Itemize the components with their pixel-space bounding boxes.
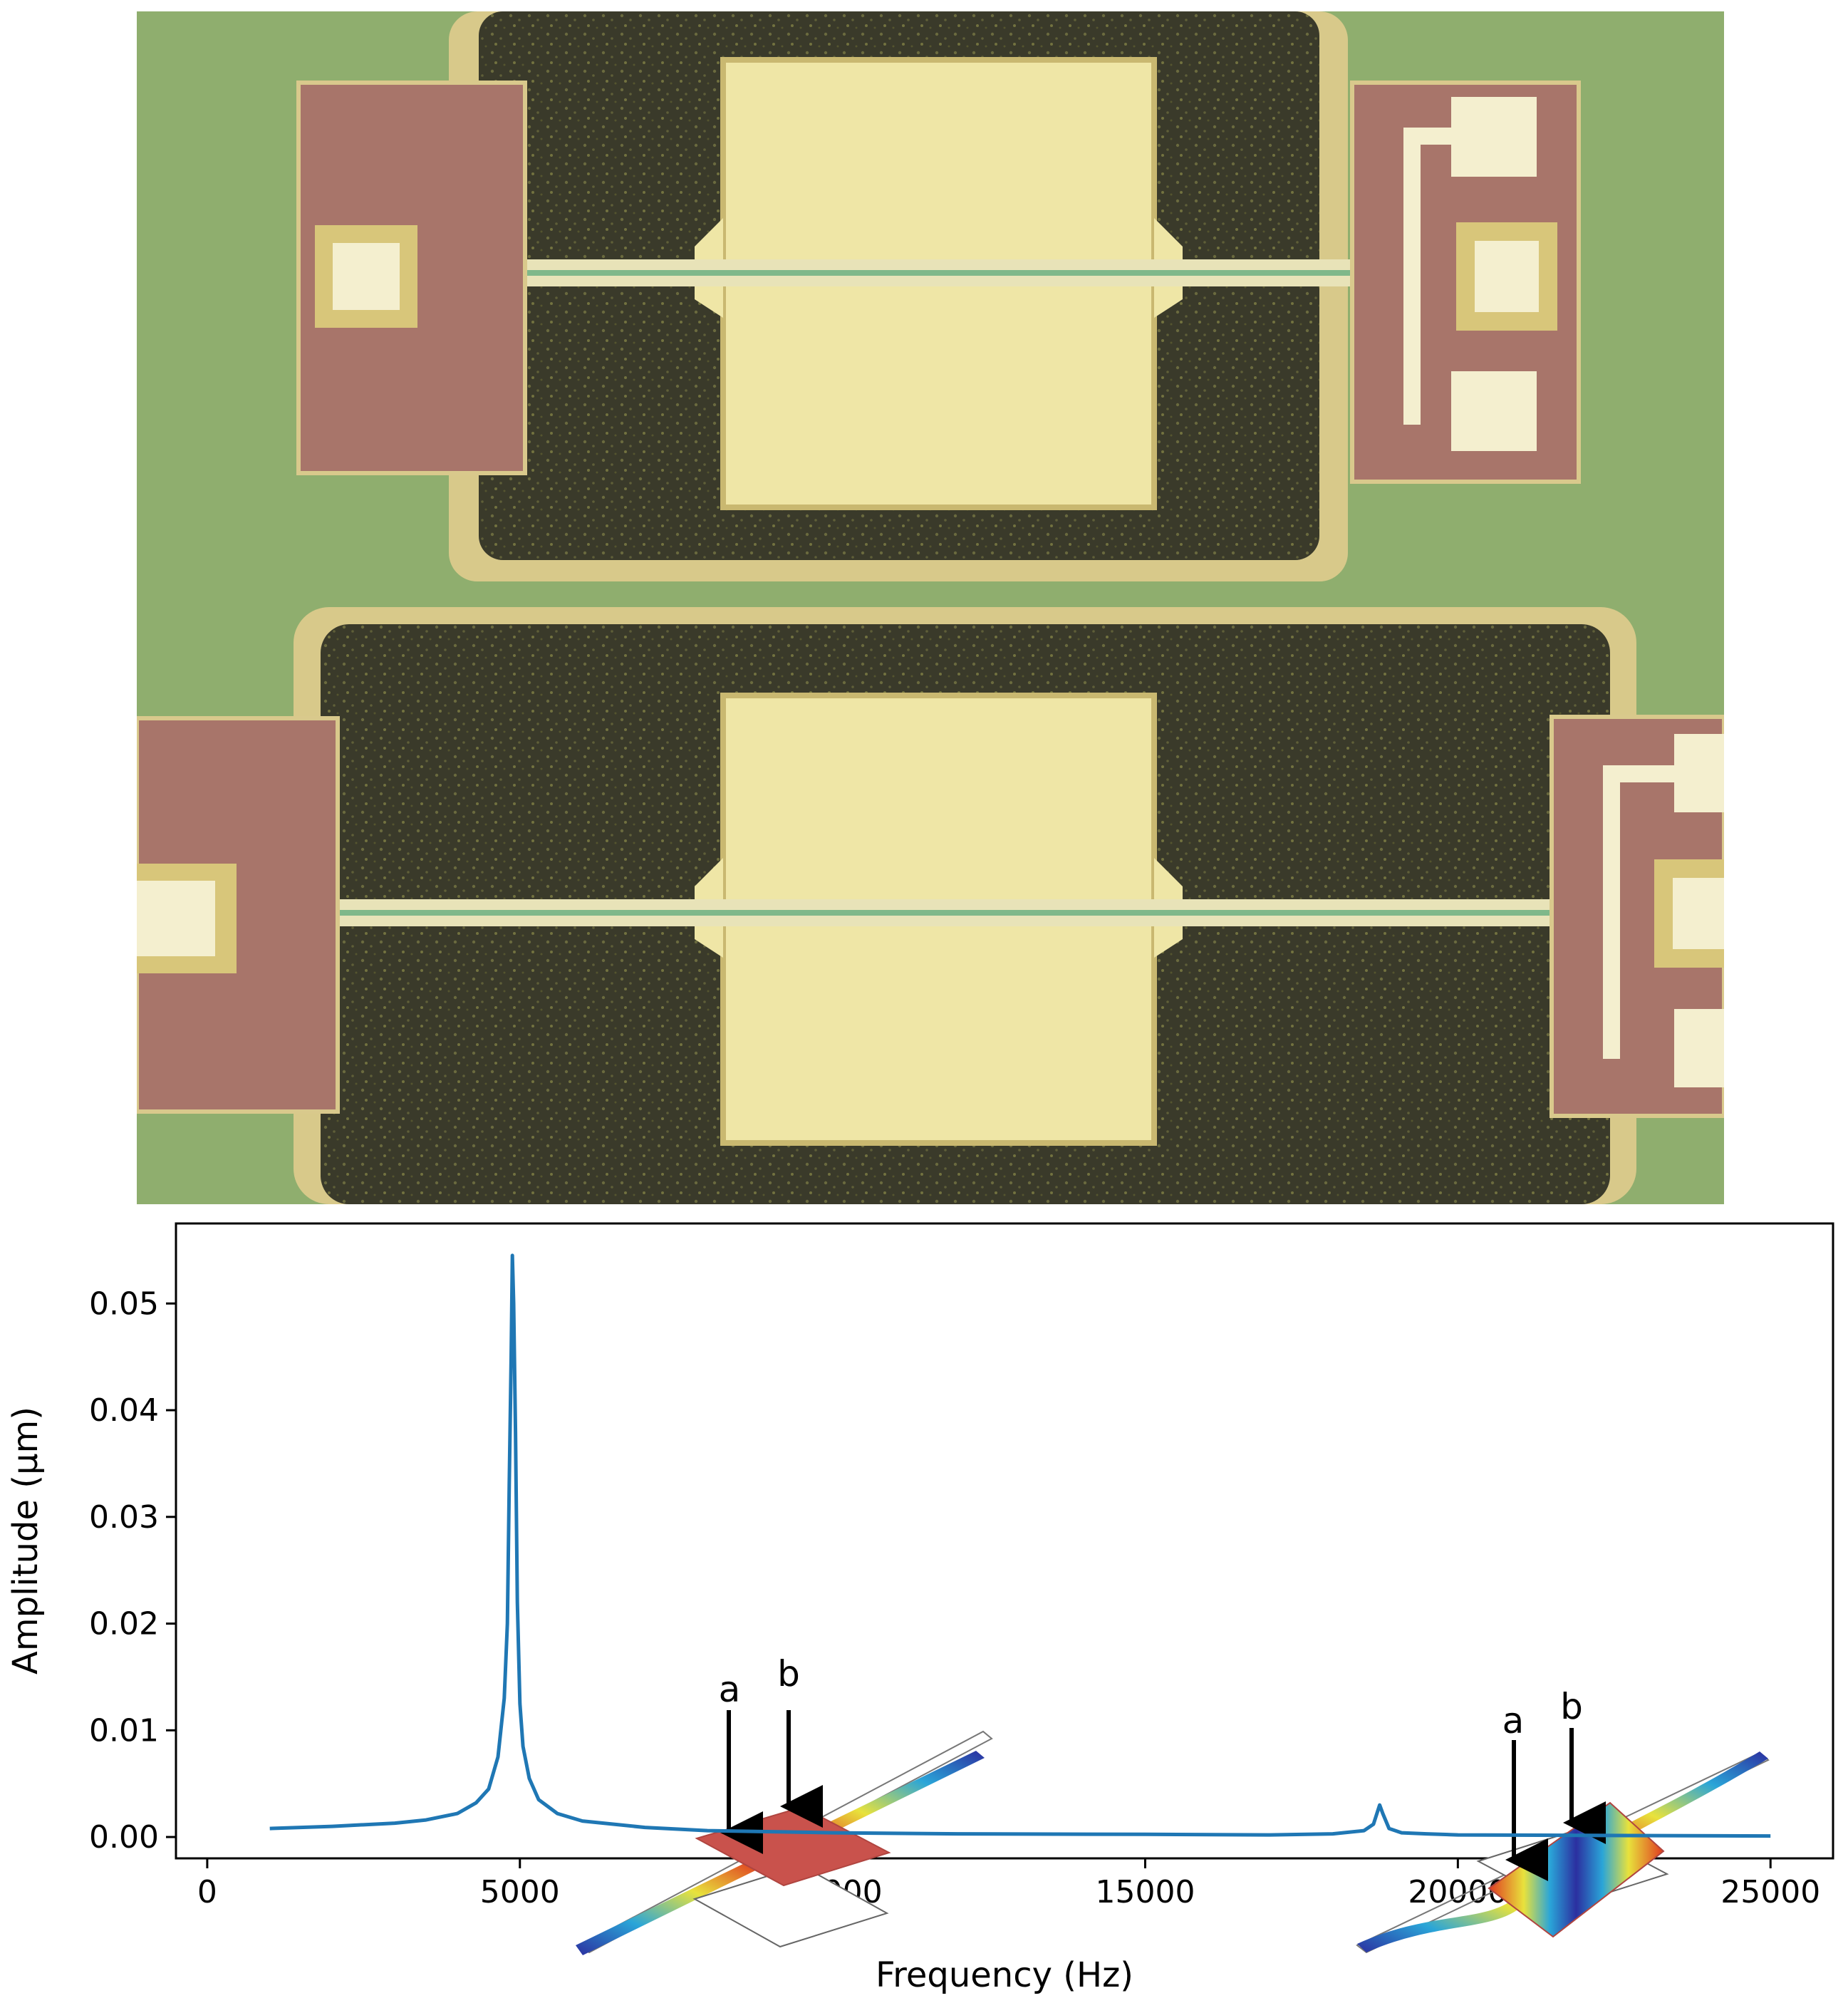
plot-area-frame [175, 1222, 1834, 1860]
y-tick-label: 0.00 [89, 1819, 159, 1856]
micrograph-image [137, 11, 1724, 1204]
top-anchor [695, 286, 723, 318]
top-left-contact-inner [333, 243, 400, 310]
x-tick-label: 0 [197, 1874, 217, 1910]
y-tick-label: 0.05 [89, 1285, 159, 1322]
bottom-anchor [1154, 858, 1183, 899]
y-axis-title: Amplitude (μm) [6, 1407, 46, 1675]
top-right-contact [1451, 371, 1537, 451]
mode-2-beam [1357, 1751, 1768, 1952]
bottom-right-contact-inner [1673, 878, 1724, 949]
x-axis-title: Frequency (Hz) [876, 1955, 1133, 1995]
bottom-right-trace [1603, 765, 1674, 1059]
top-anchor [695, 218, 723, 259]
mode-1-reference-plate [692, 1864, 889, 1948]
x-tick-label: 25000 [1720, 1874, 1820, 1910]
annotation-label-b-1: b [777, 1653, 800, 1694]
bottom-anchor [695, 926, 723, 958]
y-tick-label: 0.02 [89, 1606, 159, 1642]
top-anchor [1154, 286, 1183, 318]
series-line-amplitude [269, 1253, 1771, 1838]
bottom-left-contact-inner [137, 881, 215, 956]
annotation-label-a-1: a [719, 1669, 741, 1710]
annotation-label-b-2: b [1560, 1686, 1583, 1727]
bottom-right-contact [1674, 734, 1724, 812]
y-axis-ticks: 0.00 0.01 0.02 0.03 0.04 0.05 [89, 1285, 176, 1856]
mode-shape-2-inset [1356, 1751, 1770, 1954]
top-anchor [1154, 218, 1183, 259]
y-tick-label: 0.03 [89, 1499, 159, 1536]
annotation-label-a-2: a [1502, 1700, 1525, 1741]
y-tick-label: 0.04 [89, 1392, 159, 1429]
bottom-anchor [695, 858, 723, 899]
top-right-contact-inner [1475, 241, 1539, 312]
frequency-response-chart: 0500010000150002000025000 0.000.010.020.… [6, 1222, 1834, 1995]
bottom-anchor [1154, 926, 1183, 958]
y-tick-label: 0.01 [89, 1712, 159, 1749]
top-right-trace [1403, 128, 1451, 425]
top-beam-core [525, 270, 1501, 276]
mode-shape-1-inset [576, 1730, 993, 1955]
bottom-right-contact [1674, 1009, 1724, 1087]
top-right-contact [1451, 97, 1537, 177]
x-tick-label: 5000 [480, 1874, 560, 1910]
bottom-beam-core [336, 910, 1562, 916]
x-tick-label: 15000 [1095, 1874, 1195, 1910]
